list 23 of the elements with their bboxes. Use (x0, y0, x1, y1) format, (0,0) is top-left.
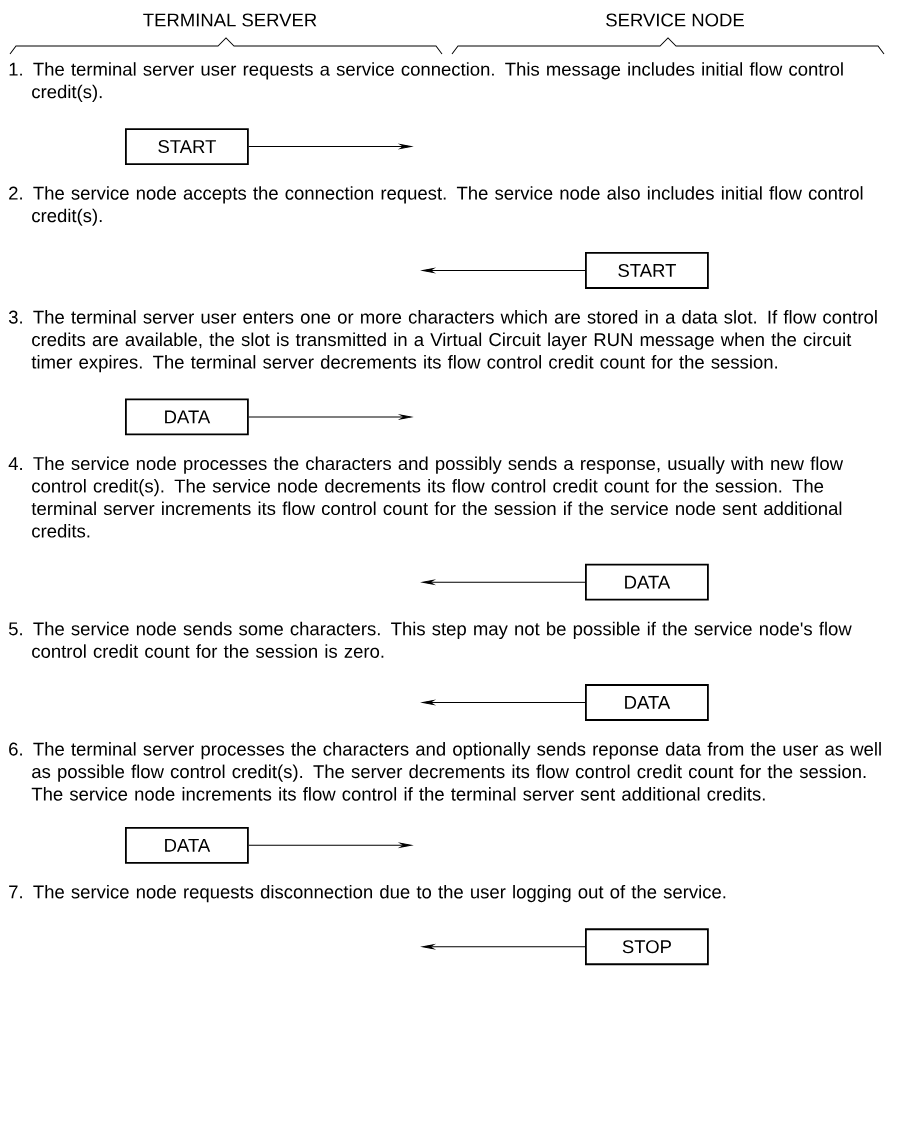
message-box: STOP (585, 928, 709, 966)
arrow (248, 144, 412, 149)
step-text: 3. The terminal server user enters one or more characters which are stored in a data slot. If flow control credits are available, the slot is transmitted in a Virtual Circuit layer RUN message when the circuit timer expires. The terminal server decrements its flow control credit count for the session. (8, 310, 877, 373)
message-box: DATA (125, 398, 249, 436)
message-box: DATA (125, 826, 249, 864)
arrow (422, 268, 586, 273)
step-text: 4. The service node processes the characters and possibly sends a response, usually with new flow control credit(s). The service node decrements its flow control credit count for the session. The terminal server increments its flow control count for the session if the service node sent additional credits. (8, 456, 844, 538)
arrow (422, 944, 586, 950)
arrow (248, 842, 412, 848)
arrow (422, 579, 586, 585)
step-text: 1. The terminal server user requests a service connection. This message includes initial flow control credit(s). (9, 62, 843, 102)
step-text: 5. The service node sends some characters. This step may not be possible if the service node's flow control credit count for the session is zero. (8, 621, 852, 658)
message-box: DATA (585, 684, 709, 721)
message-box: START (125, 128, 249, 165)
message-box: START (585, 252, 709, 289)
arrow (422, 700, 586, 705)
column-heading: TERMINAL SERVER (143, 13, 317, 27)
step-text: 2. The service node accepts the connection request. The service node also includes initial flow control credit(s). (9, 186, 863, 226)
column-heading: SERVICE NODE (606, 13, 744, 27)
message-box: DATA (585, 563, 709, 601)
step-text: 7. The service node requests disconnection due to the user logging out of the service. (9, 884, 726, 903)
arrow (248, 414, 412, 420)
step-text: 6. The terminal server processes the characters and optionally sends reponse data from the user as well as possible flow control credit(s). The server decrements its flow control credit count for the session. The service node increments its flow control if the terminal server sent additional credits. (9, 742, 881, 801)
